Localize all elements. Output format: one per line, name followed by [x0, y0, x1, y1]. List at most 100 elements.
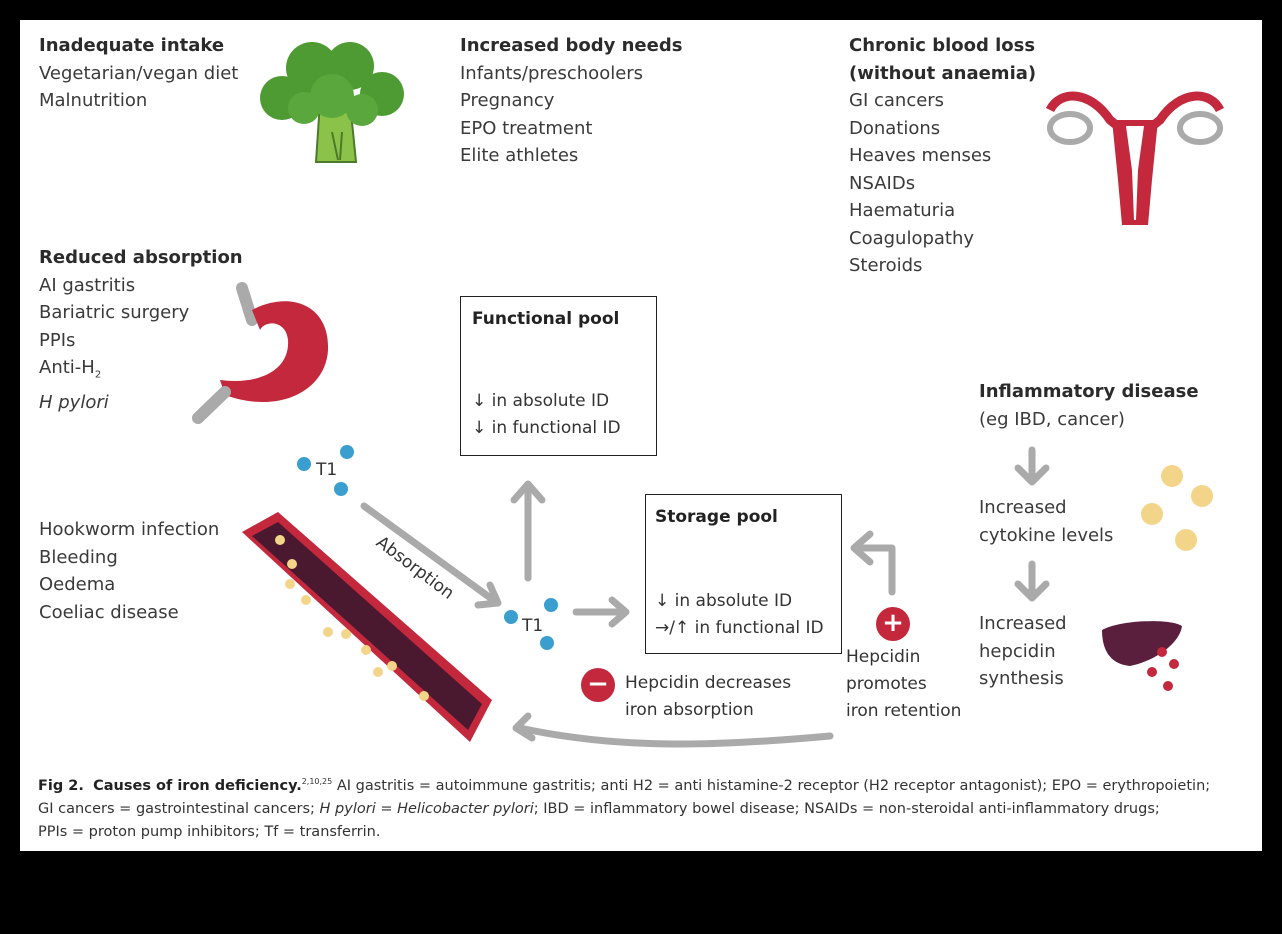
storage-pool-line2: →/↑ in functional ID: [655, 618, 824, 638]
caption-text: AI gastritis = autoimmune gastritis; ant…: [336, 777, 1211, 794]
blood-cell: [387, 661, 397, 671]
blood-cell: [419, 691, 429, 701]
list-item: Malnutrition: [39, 90, 148, 111]
text-line: promotes: [846, 674, 927, 694]
reduced-absorption-section: Reduced absorption AI gastritis Bariatri…: [39, 244, 243, 417]
list-item: PPIs: [39, 329, 76, 351]
broccoli-icon: [260, 42, 404, 163]
list-item: Coeliac disease: [39, 601, 179, 623]
increased-needs-section: Increased body needs Infants/preschooler…: [460, 32, 682, 170]
blood-cell: [373, 667, 383, 677]
list-item: Coagulopathy: [849, 227, 975, 249]
step-text: cytokine levels: [979, 524, 1114, 546]
flow-arrows: [360, 446, 1050, 748]
figure: T1 T1 Absorption Inadequate intake Veget…: [20, 20, 1262, 851]
transferrin-dot: [504, 610, 518, 624]
inflammatory-subtitle: (eg IBD, cancer): [979, 408, 1125, 430]
functional-pool-line1: ↓ in absolute ID: [472, 391, 610, 411]
cytokine-step: Increased cytokine levels: [979, 494, 1113, 549]
list-item: NSAIDs: [849, 172, 916, 194]
blood-vessel-icon: [242, 512, 492, 742]
list-item: Heaves menses: [849, 145, 992, 166]
caption-line2: GI cancers = gastrointestinal cancers; H…: [38, 798, 1238, 821]
anti-h-subscript: 2: [94, 369, 102, 381]
liver-inflammatory-icon: [1102, 621, 1182, 666]
anti-h-text: Anti-H: [39, 357, 95, 378]
transferrin-dot: [544, 598, 558, 612]
transferrin-dot: [297, 457, 311, 471]
hepcidin-decrease-text: Hepcidin decreases iron absorption: [625, 670, 791, 724]
step-text: Increased: [979, 613, 1067, 634]
caption-title: Causes of iron deficiency.: [93, 777, 302, 794]
list-item: Pregnancy: [460, 90, 555, 111]
blood-cell: [301, 595, 311, 605]
caption-refs: 2,10,25: [301, 777, 333, 786]
hepcidin-dots: [1147, 647, 1179, 691]
minus-icon: −: [581, 668, 615, 702]
caption-fig: Fig 2.: [38, 777, 84, 794]
text-line: Hepcidin: [846, 647, 921, 667]
stomach-icon: [192, 282, 329, 424]
plus-icon: +: [876, 607, 910, 641]
list-item: Oedema: [39, 574, 116, 595]
blood-cell: [285, 579, 295, 589]
other-causes-section: Hookworm infection Bleeding Oedema Coeli…: [39, 516, 219, 626]
caption-line1: Fig 2. Causes of iron deficiency.2,10,25…: [38, 770, 1238, 798]
caption-text: ; IBD = inflammatory bowel disease; NSAI…: [533, 800, 1160, 817]
cytokine-icons: [1141, 465, 1213, 551]
list-item: GI cancers: [849, 90, 945, 111]
step-text: Increased: [979, 497, 1067, 518]
transferrin-dot: [340, 445, 354, 459]
inadequate-intake-title: Inadequate intake: [39, 35, 225, 56]
uterus-icon: [1045, 91, 1225, 225]
caption-line3: PPIs = proton pump inhibitors; Tf = tran…: [38, 823, 381, 840]
blood-cell: [323, 627, 333, 637]
inadequate-intake-section: Inadequate intake Vegetarian/vegan diet …: [39, 32, 238, 115]
blood-cell: [341, 629, 351, 639]
storage-pool-line1: ↓ in absolute ID: [655, 591, 793, 611]
figure-caption: Fig 2. Causes of iron deficiency.2,10,25…: [38, 770, 1238, 844]
blood-loss-title: Chronic blood loss: [849, 35, 1036, 56]
text-line: iron absorption: [625, 700, 754, 720]
t1-label-bottom: T1: [522, 616, 544, 636]
list-item: Anti-H2: [39, 354, 243, 389]
functional-pool-title: Functional pool: [472, 309, 620, 329]
transferrin-dot: [540, 636, 554, 650]
functional-pool-box: Functional pool ↓ in absolute ID ↓ in fu…: [460, 296, 657, 456]
blood-loss-subtitle: (without anaemia): [849, 62, 1037, 84]
blood-cell: [275, 535, 285, 545]
increased-needs-title: Increased body needs: [460, 35, 683, 56]
t1-label-top: T1: [316, 460, 338, 480]
list-item: Hookworm infection: [39, 519, 220, 540]
list-item: Haematuria: [849, 200, 956, 221]
text-line: iron retention: [846, 701, 962, 721]
functional-pool-line2: ↓ in functional ID: [472, 418, 621, 438]
list-item: Bleeding: [39, 546, 118, 568]
hepcidin-promote-text: Hepcidin promotes iron retention: [846, 644, 961, 725]
storage-pool-box: Storage pool ↓ in absolute ID →/↑ in fun…: [645, 494, 842, 654]
blood-cell: [287, 559, 297, 569]
list-item: AI gastritis: [39, 274, 136, 296]
inflammatory-title: Inflammatory disease: [979, 381, 1199, 402]
caption-italic: H pylori = Helicobacter pylori: [319, 800, 534, 817]
step-text: hepcidin: [979, 640, 1056, 662]
list-item: Bariatric surgery: [39, 302, 190, 323]
transferrin-dot: [334, 482, 348, 496]
caption-text: GI cancers = gastrointestinal cancers;: [38, 800, 320, 817]
list-item: H pylori: [39, 392, 109, 414]
reduced-absorption-title: Reduced absorption: [39, 247, 243, 268]
list-item: Infants/preschoolers: [460, 62, 644, 84]
list-item: Steroids: [849, 255, 923, 276]
list-item: EPO treatment: [460, 117, 593, 139]
text-line: Hepcidin decreases: [625, 673, 792, 693]
list-item: Elite athletes: [460, 145, 579, 166]
step-text: synthesis: [979, 668, 1064, 689]
diagram-graphics: [192, 42, 1225, 748]
storage-pool-title: Storage pool: [655, 507, 778, 527]
blood-loss-section: Chronic blood loss (without anaemia) GI …: [849, 32, 1036, 280]
blood-cell: [361, 645, 371, 655]
list-item: Donations: [849, 117, 941, 139]
list-item: Vegetarian/vegan diet: [39, 62, 239, 84]
inflammatory-section: Inflammatory disease (eg IBD, cancer): [979, 378, 1199, 433]
hepcidin-synthesis-step: Increased hepcidin synthesis: [979, 610, 1067, 693]
